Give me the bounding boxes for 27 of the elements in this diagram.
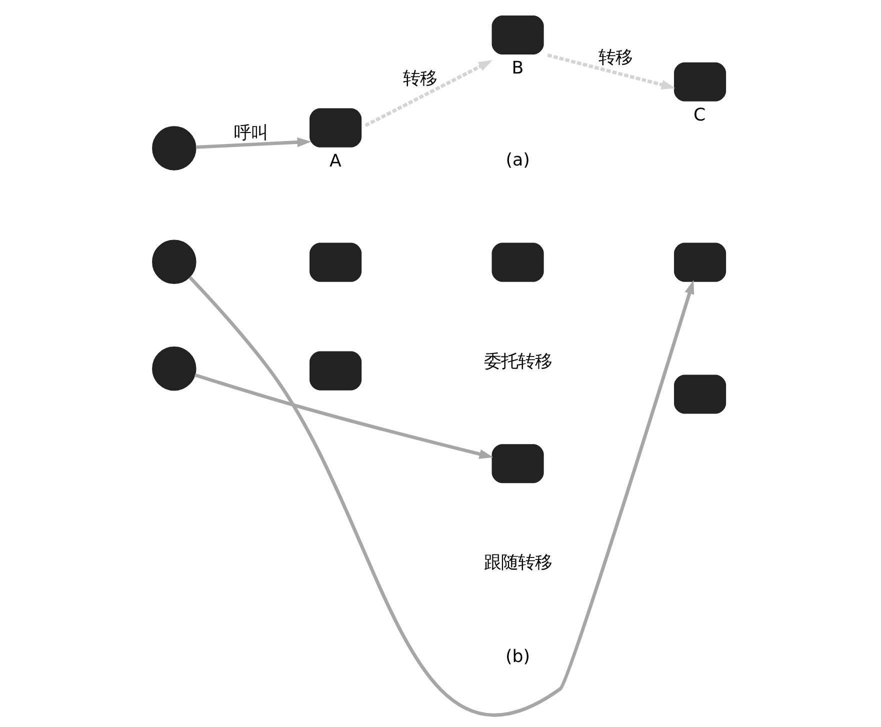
label: (a) [505, 150, 530, 171]
node-telephone [674, 242, 726, 282]
node-telephone [674, 374, 726, 414]
node-label: A [328, 151, 341, 172]
arrow [194, 373, 493, 459]
node-telephone [309, 351, 362, 390]
edge-label: 呼叫 [233, 124, 268, 144]
node-label: C [693, 105, 706, 126]
edge-label: 转移 [598, 48, 632, 68]
label: 跟随转移 [483, 553, 552, 574]
node-telephone [491, 15, 544, 54]
label: (b) [505, 646, 530, 667]
edge-label: 转移 [402, 69, 437, 90]
node-person [152, 346, 196, 391]
node-telephone [309, 242, 362, 282]
node-telephone [491, 444, 544, 484]
node-person [152, 126, 196, 170]
arrow [195, 137, 311, 149]
label: 委托转移 [483, 352, 552, 372]
node-telephone [309, 108, 362, 148]
node-telephone [491, 242, 544, 282]
arrow [188, 276, 694, 717]
arrow [364, 60, 492, 128]
node-label: B [511, 58, 524, 79]
node-telephone [674, 62, 726, 102]
node-person [152, 240, 196, 284]
arrow [546, 53, 675, 90]
